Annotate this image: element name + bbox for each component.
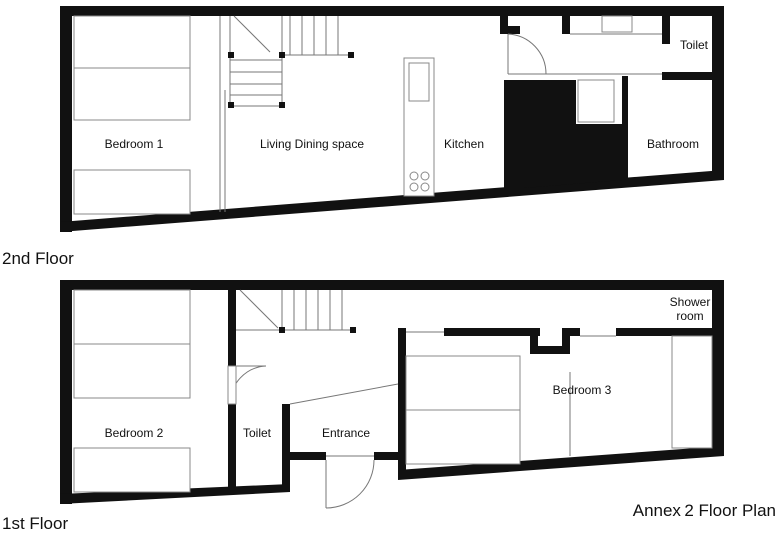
floor-title-2nd: 2nd Floor: [2, 249, 74, 268]
kitchen-counter: [403, 57, 435, 197]
wall: [500, 26, 520, 34]
partition: [289, 383, 399, 405]
room-label-entrance: Entrance: [322, 426, 370, 440]
wall: [570, 328, 580, 336]
bed: [73, 447, 191, 493]
wall: [60, 6, 72, 232]
bed: [73, 15, 191, 69]
wall: [712, 6, 724, 180]
staircase: [228, 15, 354, 108]
wall: [662, 8, 670, 44]
room-label-bathroom: Bathroom: [647, 137, 699, 151]
wall: [60, 170, 724, 232]
room-label-shower-line-2: room: [676, 309, 703, 323]
room-label-kitchen: Kitchen: [444, 137, 484, 151]
wall: [398, 446, 724, 480]
wall: [622, 76, 628, 182]
wall: [374, 452, 404, 460]
bed: [73, 169, 191, 215]
wall: [712, 280, 724, 456]
wall: [530, 328, 538, 354]
bed: [405, 355, 521, 411]
room-label-shower-line-1: Shower: [670, 295, 711, 309]
door-swing: [507, 33, 547, 75]
bed: [73, 289, 191, 345]
plan-title: Annex 2 Floor Plan: [633, 501, 776, 520]
wall: [444, 328, 540, 336]
bed: [671, 335, 713, 449]
door-leaf: [227, 365, 237, 405]
wall: [60, 280, 72, 504]
bed: [405, 409, 521, 465]
wall: [228, 288, 236, 368]
room-label-toilet-1f: Toilet: [243, 426, 272, 440]
wall: [562, 328, 570, 354]
room-label-living-dining: Living Dining space: [260, 137, 364, 151]
room-label-toilet: Toilet: [680, 38, 709, 52]
staircase: [236, 289, 356, 333]
wall: [662, 72, 724, 80]
first-floor-plan: [60, 280, 724, 509]
wall: [398, 328, 406, 478]
second-floor-plan: [60, 6, 724, 232]
wall: [282, 404, 290, 488]
entrance-door: [325, 459, 375, 509]
washbasin: [577, 79, 615, 123]
wall: [282, 452, 326, 460]
floor-title-1st: 1st Floor: [2, 514, 68, 533]
stair-void: [504, 80, 622, 188]
room-label-bedroom-3: Bedroom 3: [553, 383, 612, 397]
wall: [562, 8, 570, 34]
bed: [73, 67, 191, 121]
room-label-bedroom-1: Bedroom 1: [105, 137, 164, 151]
wall: [500, 8, 508, 34]
wall: [228, 404, 236, 490]
wall: [616, 328, 724, 336]
wall: [60, 280, 724, 290]
wall: [60, 6, 724, 16]
room-label-bedroom-2: Bedroom 2: [105, 426, 164, 440]
sink: [601, 15, 633, 33]
bed: [73, 343, 191, 399]
wall: [530, 346, 568, 354]
